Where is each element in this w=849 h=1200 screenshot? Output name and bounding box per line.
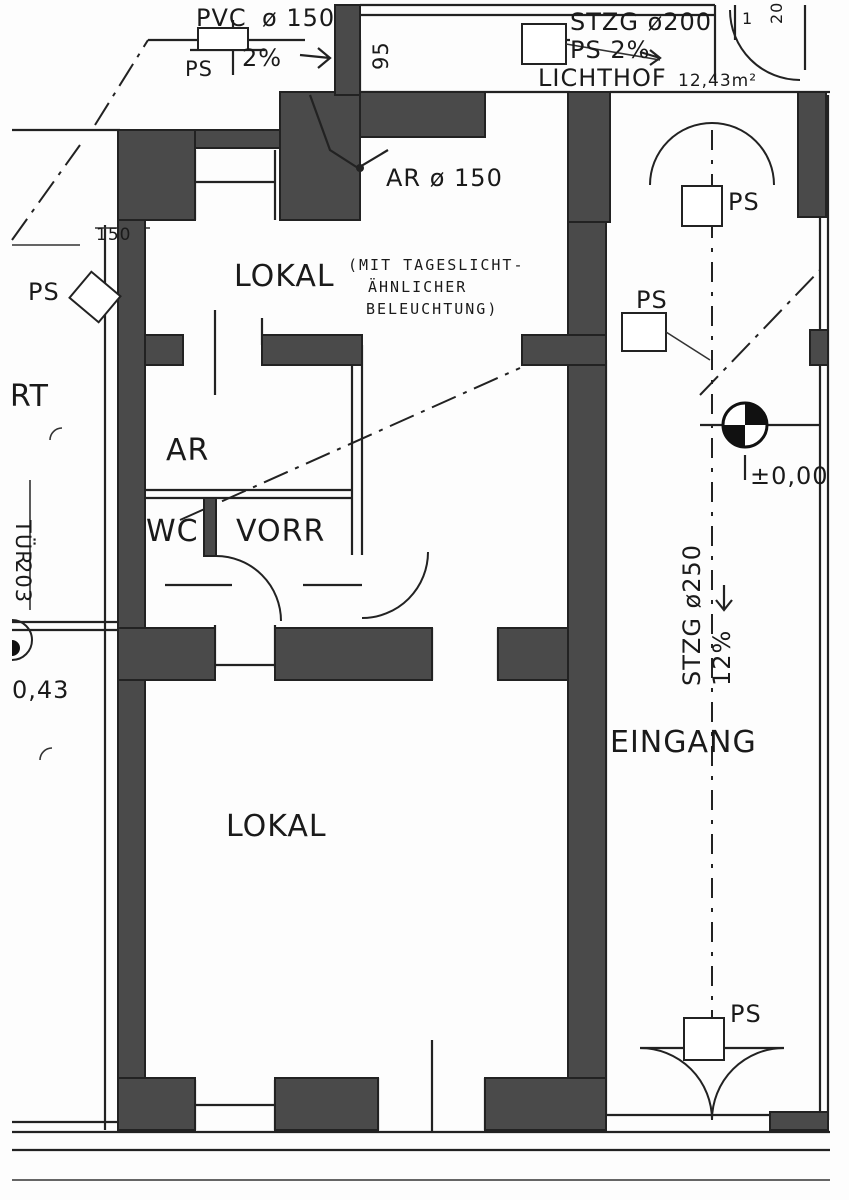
label-rt-fragment: RT (10, 379, 49, 414)
label-ar-room: AR (166, 433, 209, 468)
ps-box-top-left (197, 27, 249, 51)
label-side-203: 203 (11, 560, 35, 603)
label-lichthof-area: 12,43m² (678, 71, 757, 91)
label-note-line3: BELEUCHTUNG) (366, 300, 498, 318)
label-ar-diameter: AR ø 150 (386, 164, 503, 192)
ps-box-bottom (683, 1017, 725, 1061)
label-ps-right-mid: PS (636, 286, 668, 314)
label-lokal-upper: LOKAL (234, 259, 335, 294)
door-swings (11, 9, 801, 1121)
label-wc: WC (146, 514, 199, 549)
label-ps-bottom: PS (730, 1000, 762, 1028)
labels: PVC ø 150 PS 2% 95 STZG ø200 PS 2% LICHT… (10, 2, 829, 1028)
label-pvc-diameter: ø 150 (262, 4, 335, 32)
label-ps-slope-top: PS 2% (570, 36, 650, 64)
label-vorr: VORR (236, 514, 325, 549)
label-top-corner-1: 1 (742, 9, 753, 28)
label-stzg-right: STZG ø250 (678, 544, 706, 686)
label-eingang: EINGANG (610, 725, 757, 760)
label-lokal-lower: LOKAL (226, 809, 327, 844)
label-slope-top-left: 2% (242, 44, 282, 72)
label-stzg-top: STZG ø200 (570, 8, 712, 36)
label-dim-95: 95 (369, 41, 393, 70)
ps-box-top (521, 23, 567, 65)
label-elevation-left: 0,43 (12, 676, 69, 704)
label-pvc: PVC (196, 4, 247, 32)
ps-box-right-mid (621, 312, 667, 352)
label-lichthof: LICHTHOF (538, 64, 667, 92)
label-ps-right-top: PS (728, 188, 760, 216)
fixtures (12, 23, 769, 1061)
ps-box-right-top (681, 185, 723, 227)
ps-box-left (68, 270, 122, 324)
label-dim-150: 150 (96, 225, 131, 245)
label-side-tur: TÜR (11, 519, 36, 566)
label-note-line1: (MIT TAGESLICHT- (348, 256, 525, 274)
label-slope-right: 12% (708, 630, 736, 686)
label-ps-left: PS (28, 278, 60, 306)
label-elevation-zero: ±0,00 (750, 462, 829, 490)
elevation-marker-icon (721, 401, 769, 449)
label-ps-top-left: PS (185, 57, 213, 81)
label-note-line2: ÄHNLICHER (368, 277, 467, 296)
label-top-corner-20: 20 (767, 2, 786, 24)
walls (117, 4, 829, 1131)
